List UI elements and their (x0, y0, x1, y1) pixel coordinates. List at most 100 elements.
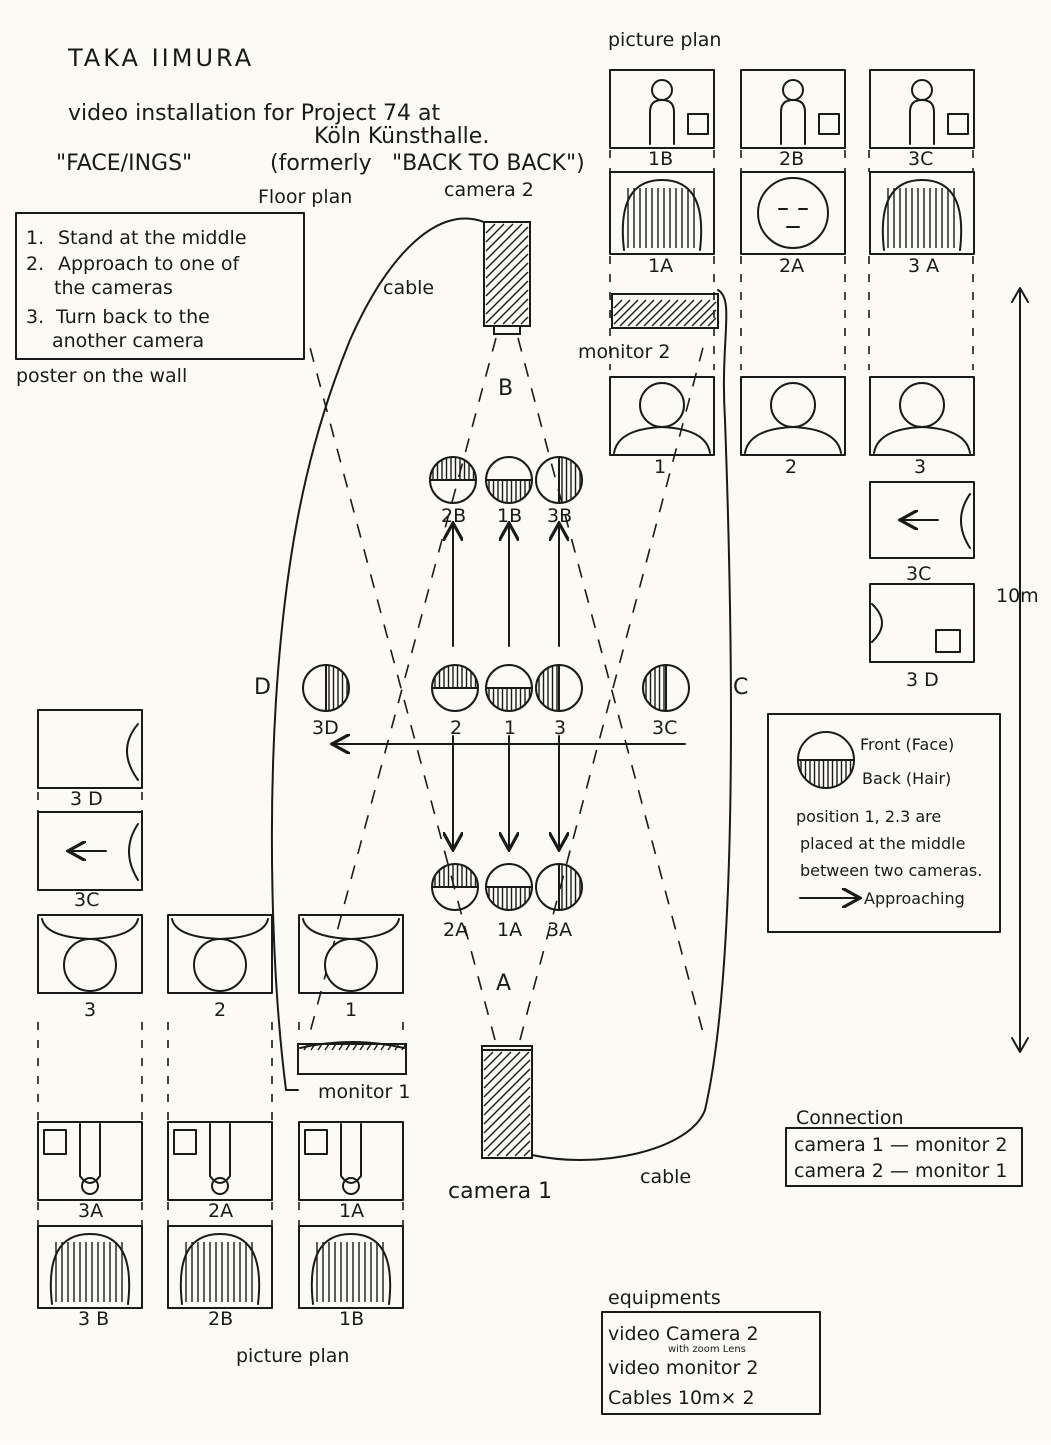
cable-camera2-monitor1 (270, 217, 485, 1091)
instruction-text: Turn back to the (55, 306, 210, 328)
equipment-row-2: video monitor 2 (608, 1357, 758, 1379)
instruction-num: 2. (26, 253, 44, 275)
connection-row-2: camera 2 — monitor 1 (794, 1160, 1007, 1182)
picture-frame: 3 (869, 376, 975, 478)
distance-dimension (1011, 287, 1029, 1053)
subtitle-line2: Köln Künsthalle. (314, 124, 489, 149)
frame-label: 2 (214, 999, 226, 1021)
monitor-1 (297, 1041, 407, 1075)
position-circle (642, 664, 690, 712)
floor-plan-label: Floor plan (258, 186, 352, 208)
frame-label: 3A (78, 1200, 103, 1222)
movement-arrows (334, 525, 686, 848)
connection-box (785, 1127, 1023, 1187)
head-back (179, 1233, 261, 1305)
frame-label: 1 (345, 999, 357, 1021)
head-back (621, 179, 703, 251)
frame-label: 2A (208, 1200, 233, 1222)
head-back (310, 1233, 392, 1305)
legend-front: Front (Face) (860, 735, 954, 754)
camera2-label: camera 2 (444, 179, 534, 201)
cable-camera1-monitor2 (531, 289, 732, 1161)
equipment-title: equipments (608, 1287, 721, 1309)
instruction-num: 1. (26, 227, 44, 249)
position-circle (485, 863, 533, 911)
frame-label: 3C (74, 889, 99, 911)
legend-approaching: Approaching (864, 889, 965, 908)
frame-label: 3 D (906, 669, 939, 691)
picture-frame: 2A (740, 171, 846, 277)
head-back (49, 1233, 131, 1305)
artist-name: TAKA IIMURA (67, 44, 254, 72)
frame-label: 1B (648, 148, 673, 170)
position-label: 3A (547, 919, 572, 941)
side-label-a: A (496, 971, 511, 996)
picture-frame: 2 (167, 914, 273, 1021)
formerly-label: (formerly (270, 151, 372, 176)
position-label: 3B (547, 505, 572, 527)
frame-label: 1A (648, 255, 673, 277)
instruction-text: the cameras (54, 277, 173, 299)
picture-frame: 1 (609, 376, 715, 478)
position-circle (535, 664, 583, 712)
legend-circle-icon (797, 731, 855, 789)
picture-frame: 3 D (37, 709, 143, 810)
position-circle (431, 664, 479, 712)
position-label: 2B (441, 505, 466, 527)
position-label: 1B (497, 505, 522, 527)
position-circle (431, 863, 479, 911)
picture-frame: 3A (37, 1121, 143, 1222)
frame-label: 2B (779, 148, 804, 170)
position-circle (302, 664, 350, 712)
head-back (881, 179, 963, 251)
side-label-d: D (254, 675, 271, 700)
subtitle-line1: video installation for Project 74 at (68, 101, 441, 126)
poster-label: poster on the wall (16, 365, 187, 387)
position-label: 1 (504, 717, 516, 739)
frame-label: 3 (84, 999, 96, 1021)
frame-label: 2 (785, 456, 797, 478)
view-cone-camera2 (307, 337, 706, 1041)
monitor1-label: monitor 1 (318, 1081, 410, 1103)
connection-title: Connection (796, 1107, 904, 1129)
picture-frame: 1B (609, 69, 715, 170)
instruction-text: another camera (52, 330, 204, 352)
instruction-text: Stand at the middle (58, 227, 247, 249)
picture-frame: 2B (167, 1225, 273, 1330)
cable-label-bottom: cable (640, 1166, 691, 1188)
legend-head-circle (797, 731, 855, 789)
distance-label: 10m (996, 585, 1039, 607)
frame-label: 1 (654, 456, 666, 478)
picture-frame: 3 B (37, 1225, 143, 1330)
camera-hatching (485, 223, 529, 325)
monitor-hatching (613, 299, 717, 327)
instruction-3b: another camera (52, 330, 204, 352)
picture-frame: 2 (740, 376, 846, 478)
legend-note-2: placed at the middle (800, 834, 965, 853)
picture-plan-label-top: picture plan (608, 29, 721, 51)
picture-frame: 3 D (869, 583, 975, 691)
picture-frame: 3C (37, 811, 143, 911)
frame-label: 3 B (78, 1308, 109, 1330)
side-label-c: C (733, 675, 748, 700)
frame-label: 3 D (70, 788, 103, 810)
legend-back: Back (Hair) (862, 769, 951, 788)
equipment-row-3: Cables 10m× 2 (608, 1387, 755, 1409)
position-circle (485, 664, 533, 712)
picture-frame: 1A (609, 171, 715, 277)
picture-frame: 3C (869, 481, 975, 585)
frame-label: 1B (339, 1308, 364, 1330)
instruction-1: 1. Stand at the middle (26, 227, 247, 249)
position-label: 2 (450, 717, 462, 739)
instruction-2b: the cameras (54, 277, 173, 299)
former-title: "BACK TO BACK") (392, 151, 585, 176)
view-cone-camera1 (307, 339, 706, 1041)
side-label-b: B (498, 376, 513, 401)
picture-frame: 1B (298, 1225, 404, 1330)
picture-frame: 2A (167, 1121, 273, 1222)
instruction-num: 3. (26, 306, 44, 328)
